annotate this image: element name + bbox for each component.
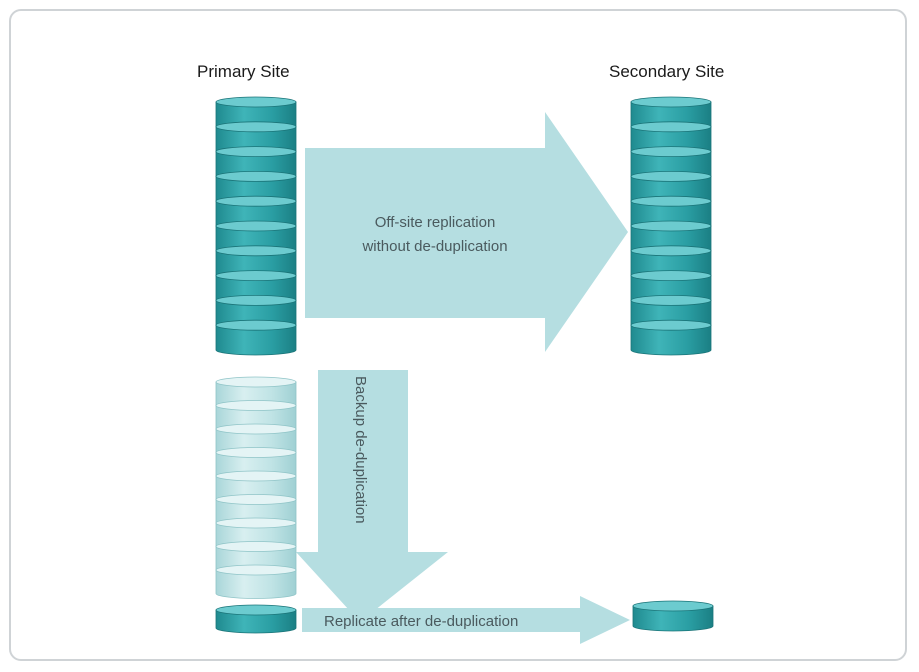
offsite-arrow-label-line1: Off-site replication (375, 214, 496, 231)
primary-dedup-disk (215, 604, 297, 634)
primary-disk (215, 319, 297, 356)
backup-dedup-label: Backup de-duplication (352, 376, 369, 524)
deduplicated-disk-stack (215, 376, 297, 599)
secondary-site-label: Secondary Site (609, 62, 725, 81)
secondary-dedup-disk (632, 600, 714, 632)
replicate-after-arrow (302, 596, 630, 644)
diagram-frame (9, 9, 907, 661)
secondary-disk-stack (630, 96, 712, 356)
deduplicated-disk (215, 564, 297, 599)
offsite-arrow-label-line2: without de-duplication (361, 238, 507, 255)
backup-dedup-arrow (296, 370, 448, 622)
primary-disk-stack (215, 96, 297, 356)
secondary-dedup-disk (632, 600, 714, 632)
primary-dedup-disk (215, 604, 297, 634)
offsite-replication-arrow (305, 112, 628, 352)
replicate-after-label: Replicate after de-duplication (324, 613, 518, 630)
secondary-disk (630, 319, 712, 356)
primary-site-label: Primary Site (197, 62, 290, 81)
